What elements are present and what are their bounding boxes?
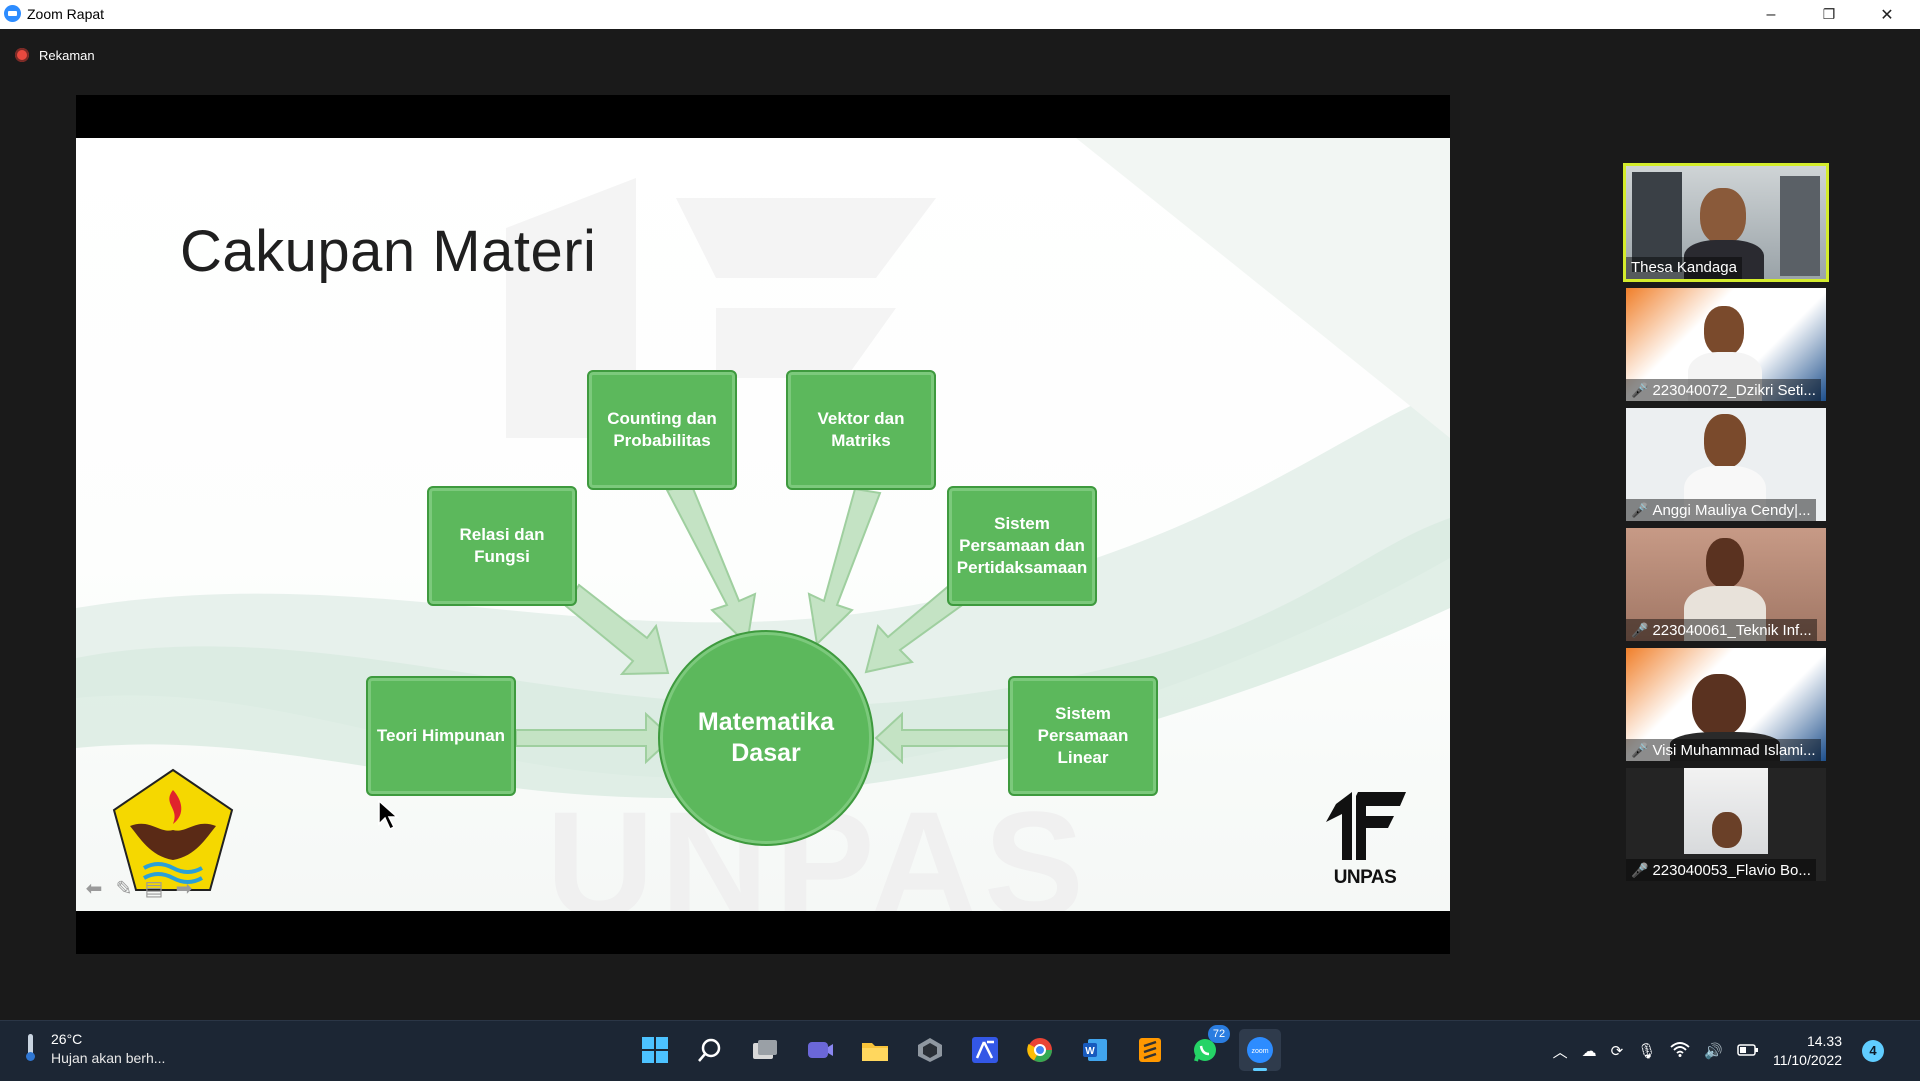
svg-text:zoom: zoom	[1251, 1048, 1268, 1055]
ft-logo-icon	[1326, 792, 1406, 860]
presentation-slide: UNPAS Cakupan Materi Counting dan Probab…	[76, 138, 1450, 911]
slide-nav-controls: ⬅ ✎ ▤ ➡	[82, 878, 196, 900]
next-slide-icon[interactable]: ➡	[175, 878, 193, 900]
participant-name: 223040072_Dzikri Seti...	[1652, 382, 1816, 399]
recording-indicator[interactable]: Rekaman	[15, 46, 95, 64]
title-bar: Zoom Rapat – ❐ ✕	[0, 0, 1920, 29]
university-crest-icon	[112, 768, 234, 891]
battery-icon[interactable]	[1737, 1043, 1759, 1060]
svg-text:W: W	[1085, 1046, 1095, 1057]
zoom-app-icon	[4, 5, 21, 22]
chevron-up-icon[interactable]: ︿	[1552, 1043, 1568, 1061]
participant-tile[interactable]: 🎤223040053_Flavio Bo...	[1626, 768, 1826, 881]
prev-slide-icon[interactable]: ⬅	[85, 878, 103, 900]
muted-mic-icon: 🎤	[1631, 382, 1649, 398]
participant-name: Visi Muhammad Islami...	[1652, 742, 1816, 759]
center-node: Matematika Dasar	[658, 630, 874, 846]
wifi-icon[interactable]	[1670, 1041, 1690, 1061]
participant-tile[interactable]: 🎤Anggi Mauliya Cendy|...	[1626, 408, 1826, 521]
logo-text: UNPAS	[1333, 867, 1397, 888]
date: 11/10/2022	[1772, 1052, 1842, 1068]
volume-icon[interactable]: 🔊	[1704, 1043, 1723, 1060]
participant-tile[interactable]: 🎤223040072_Dzikri Seti...	[1626, 288, 1826, 401]
muted-mic-icon: 🎤	[1631, 862, 1649, 878]
topic-teori-himpunan: Teori Himpunan	[366, 676, 516, 796]
windows-start-icon[interactable]	[634, 1029, 676, 1071]
weather-temp: 26°C	[51, 1031, 83, 1047]
clock[interactable]: 14.33 11/10/2022	[1773, 1032, 1842, 1070]
topic-vektor: Vektor dan Matriks	[786, 370, 936, 490]
minimize-button[interactable]: –	[1766, 5, 1776, 23]
unpas-logo: UNPAS	[1320, 784, 1410, 889]
window-title: Zoom Rapat	[27, 6, 105, 22]
slide-title: Cakupan Materi	[180, 219, 597, 284]
slide-menu-icon[interactable]: ▤	[144, 878, 164, 900]
thermometer-icon	[25, 1033, 37, 1064]
windows-taskbar: 26°C Hujan akan berh... W	[0, 1020, 1920, 1081]
close-button[interactable]: ✕	[1880, 6, 1894, 24]
taskbar-apps: W 72 zoom	[634, 1025, 1281, 1071]
unity-app-icon[interactable]	[909, 1029, 951, 1071]
whatsapp-badge: 72	[1208, 1025, 1230, 1043]
search-icon[interactable]	[689, 1029, 731, 1071]
teams-chat-icon[interactable]	[799, 1029, 841, 1071]
participant-tile[interactable]: Thesa Kandaga	[1623, 163, 1829, 282]
time: 14.33	[1806, 1033, 1842, 1049]
zoom-taskbar-icon[interactable]: zoom	[1239, 1029, 1281, 1071]
cloud-icon[interactable]: ☁	[1581, 1043, 1597, 1060]
whatsapp-icon[interactable]: 72	[1184, 1025, 1230, 1071]
word-icon[interactable]: W	[1074, 1029, 1116, 1071]
participant-tile[interactable]: 🎤Visi Muhammad Islami...	[1626, 648, 1826, 761]
muted-mic-icon: 🎤	[1631, 742, 1649, 758]
weather-desc: Hujan akan berh...	[51, 1050, 166, 1066]
topic-counting: Counting dan Probabilitas	[587, 370, 737, 490]
cursor-icon	[378, 800, 399, 830]
topic-sistem-pertidaksamaan: Sistem Persamaan dan Pertidaksamaan	[947, 486, 1097, 606]
record-icon	[15, 48, 29, 62]
topic-sistem-linear: Sistem Persamaan Linear	[1008, 676, 1158, 796]
restore-button[interactable]: ❐	[1822, 6, 1836, 22]
sublime-text-icon[interactable]	[1129, 1029, 1171, 1071]
muted-mic-icon: 🎤	[1631, 502, 1649, 518]
participant-tile[interactable]: 🎤223040061_Teknik Inf...	[1626, 528, 1826, 641]
muted-mic-icon: 🎤	[1631, 622, 1649, 638]
pen-tool-icon[interactable]: ✎	[115, 878, 133, 900]
sync-icon[interactable]: ⟳	[1610, 1043, 1624, 1060]
microphone-icon[interactable]: 🎙	[1637, 1043, 1657, 1060]
weather-widget[interactable]: 26°C Hujan akan berh...	[25, 1031, 165, 1066]
file-explorer-icon[interactable]	[854, 1029, 896, 1071]
recording-label: Rekaman	[39, 47, 95, 63]
chrome-icon[interactable]	[1019, 1029, 1061, 1071]
math-app-icon[interactable]	[964, 1029, 1006, 1071]
participant-name: Thesa Kandaga	[1626, 257, 1742, 279]
system-tray: ︿ ☁ ⟳ 🎙 🔊 14.33 11/10/2022 4	[1553, 1021, 1884, 1081]
notification-badge[interactable]: 4	[1862, 1040, 1884, 1062]
participant-name: 223040053_Flavio Bo...	[1652, 862, 1811, 879]
task-view-icon[interactable]	[744, 1029, 786, 1071]
participant-name: Anggi Mauliya Cendy|...	[1652, 502, 1811, 519]
topic-relasi: Relasi dan Fungsi	[427, 486, 577, 606]
participant-name: 223040061_Teknik Inf...	[1652, 622, 1812, 639]
